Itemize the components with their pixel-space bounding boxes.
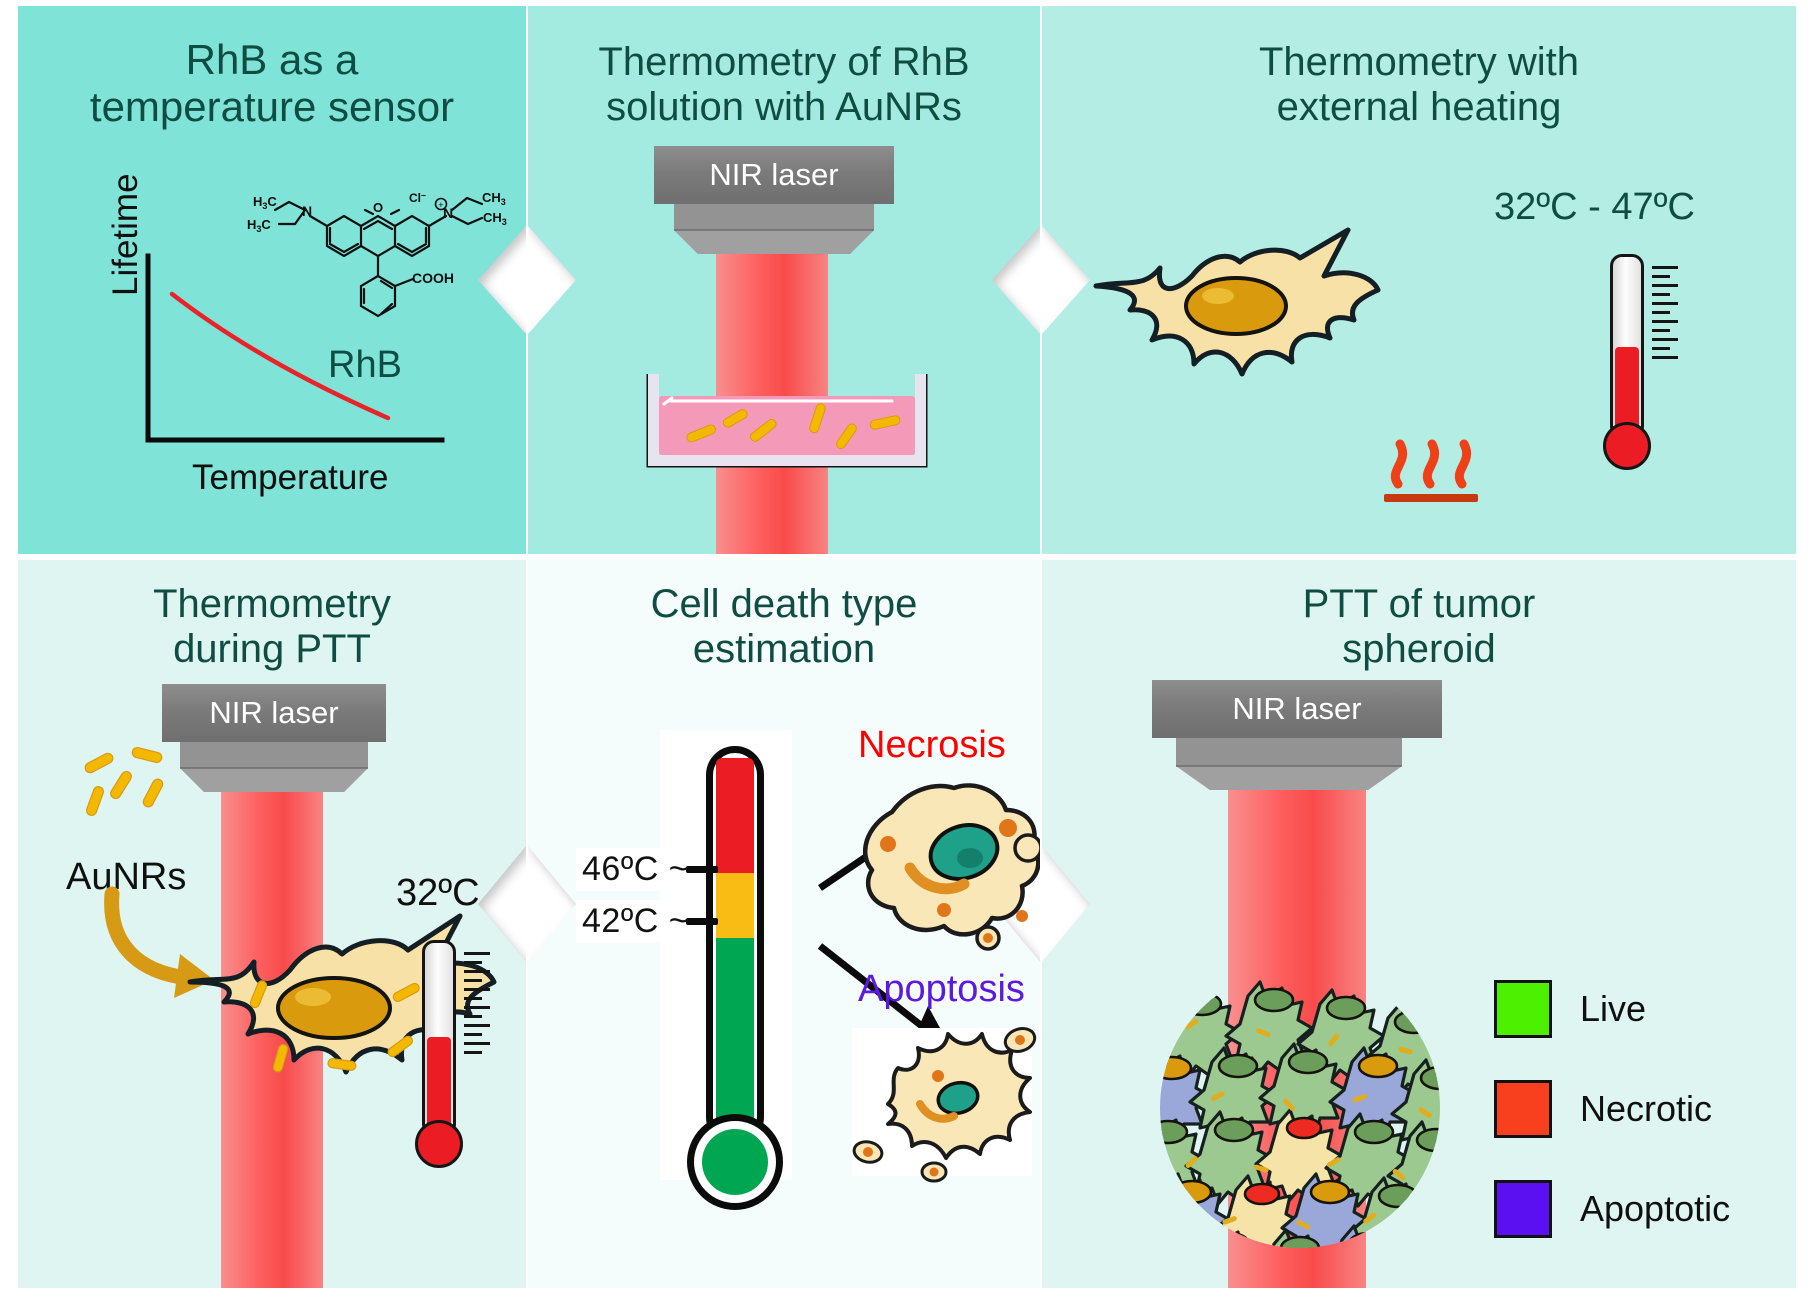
panel1-title: RhB as a temperature sensor [89, 36, 455, 131]
svg-text:+: + [438, 200, 443, 210]
legend-row-live: Live [1494, 980, 1730, 1038]
heat-waves-icon [1384, 439, 1478, 502]
zone-safe [716, 937, 754, 1140]
nir-laser-head: NIR laser [162, 684, 386, 792]
panel-thermometry-external-heating: Thermometry with external heating 32ºC -… [1042, 6, 1796, 554]
thermometer-ticks [464, 952, 490, 1060]
nir-laser-label: NIR laser [209, 695, 339, 730]
thermometer-mercury [427, 1037, 451, 1133]
laser-body: NIR laser [654, 146, 894, 204]
molecule-label: RhB [328, 344, 402, 386]
panel6-title: PTT of tumor spheroid [1302, 582, 1536, 671]
legend-swatch-necrotic [1494, 1080, 1552, 1138]
panel-thermometry-during-ptt: Thermometry during PTT NIR laser [18, 560, 526, 1288]
laser-cone [180, 742, 368, 792]
panel1-background [18, 6, 526, 554]
panel5-title: Cell death type estimation [650, 582, 918, 671]
rhb-molecule-structure: H3C H3C N O N + Cl– CH3 CH3 COOH [247, 190, 507, 318]
thermometer-icon [1603, 254, 1678, 470]
panel3-title: Thermometry with external heating [1258, 40, 1580, 129]
legend-swatch-live [1494, 980, 1552, 1038]
chart-ylabel: Lifetime [106, 173, 145, 296]
aunrs-label: AuNRs [66, 856, 187, 898]
thermometer-bulb-core [702, 1129, 768, 1195]
necrotic-cell-illustration [862, 783, 1040, 951]
thermometer-icon [415, 940, 490, 1168]
panel-thermometry-rhb-solution: Thermometry of RhB solution with AuNRs N… [528, 6, 1040, 554]
panel4-title: Thermometry during PTT [153, 582, 391, 671]
apoptosis-label: Apoptosis [858, 968, 1025, 1010]
svg-text:CH3: CH3 [482, 190, 506, 207]
laser-body: NIR laser [1152, 680, 1442, 738]
cell-illustration [1093, 227, 1381, 377]
thermometer-bulb [415, 1120, 463, 1168]
legend-swatch-apoptotic [1494, 1180, 1552, 1238]
threshold-46-dash [686, 866, 718, 873]
nir-laser-label: NIR laser [1232, 691, 1362, 726]
threshold-42-label: 42ºC ~ [576, 900, 696, 943]
chart-xlabel: Temperature [192, 458, 389, 497]
threshold-46-label: 46ºC ~ [576, 848, 696, 891]
laser-body: NIR laser [162, 684, 386, 742]
aunrs-cloud [84, 746, 164, 816]
temperature-range-label: 32ºC - 47ºC [1494, 186, 1695, 228]
nir-laser-head: NIR laser [654, 146, 894, 254]
laser-beam [716, 232, 828, 554]
lifetime-temperature-chart [145, 253, 445, 443]
thermometer-bulb [1603, 422, 1651, 470]
cuvette-with-rhb-solution [646, 374, 928, 468]
legend-row-necrotic: Necrotic [1494, 1080, 1730, 1138]
svg-text:H3C: H3C [253, 194, 277, 211]
panel3-background [1042, 6, 1796, 554]
panel2-title: Thermometry of RhB solution with AuNRs [598, 40, 970, 129]
thermometer-bulb [687, 1114, 783, 1210]
three-zone-thermometer [687, 746, 783, 1210]
apoptotic-cell-illustration [852, 1027, 1037, 1183]
threshold-42-dash [686, 918, 718, 925]
thermometer-mercury [1615, 347, 1639, 435]
spheroid-legend: Live Necrotic Apoptotic [1494, 980, 1730, 1238]
svg-text:Cl–: Cl– [409, 190, 426, 205]
svg-text:N: N [443, 205, 453, 221]
laser-cone [1176, 738, 1402, 790]
panel-cell-death-type-estimation: Cell death type estimation 46ºC ~ 42ºC ~ [528, 560, 1040, 1288]
necrosis-label: Necrosis [858, 724, 1006, 766]
nir-laser-head: NIR laser [1152, 680, 1442, 790]
svg-text:COOH: COOH [412, 270, 454, 286]
panel-ptt-tumor-spheroid: PTT of tumor spheroid NIR laser [1042, 560, 1796, 1288]
svg-text:CH3: CH3 [483, 210, 507, 227]
laser-cone [674, 204, 874, 254]
thermometer-color-column [716, 758, 754, 1140]
svg-text:O: O [373, 200, 383, 215]
zone-transition [716, 872, 754, 938]
zone-necrosis [716, 758, 754, 873]
legend-label-apoptotic: Apoptotic [1580, 1188, 1731, 1229]
svg-text:N: N [302, 203, 312, 219]
svg-text:H3C: H3C [247, 217, 271, 234]
legend-label-live: Live [1580, 988, 1647, 1029]
nir-laser-label: NIR laser [709, 157, 839, 192]
legend-row-apoptotic: Apoptotic [1494, 1180, 1730, 1238]
thermometer-ticks [1652, 266, 1678, 365]
tumor-spheroid [1160, 980, 1440, 1248]
aunrs-uptake-arrow [104, 886, 214, 998]
temperature-reading: 32ºC [396, 872, 480, 914]
panel-rhb-temperature-sensor: RhB as a temperature sensor [18, 6, 526, 554]
legend-label-necrotic: Necrotic [1580, 1088, 1713, 1129]
